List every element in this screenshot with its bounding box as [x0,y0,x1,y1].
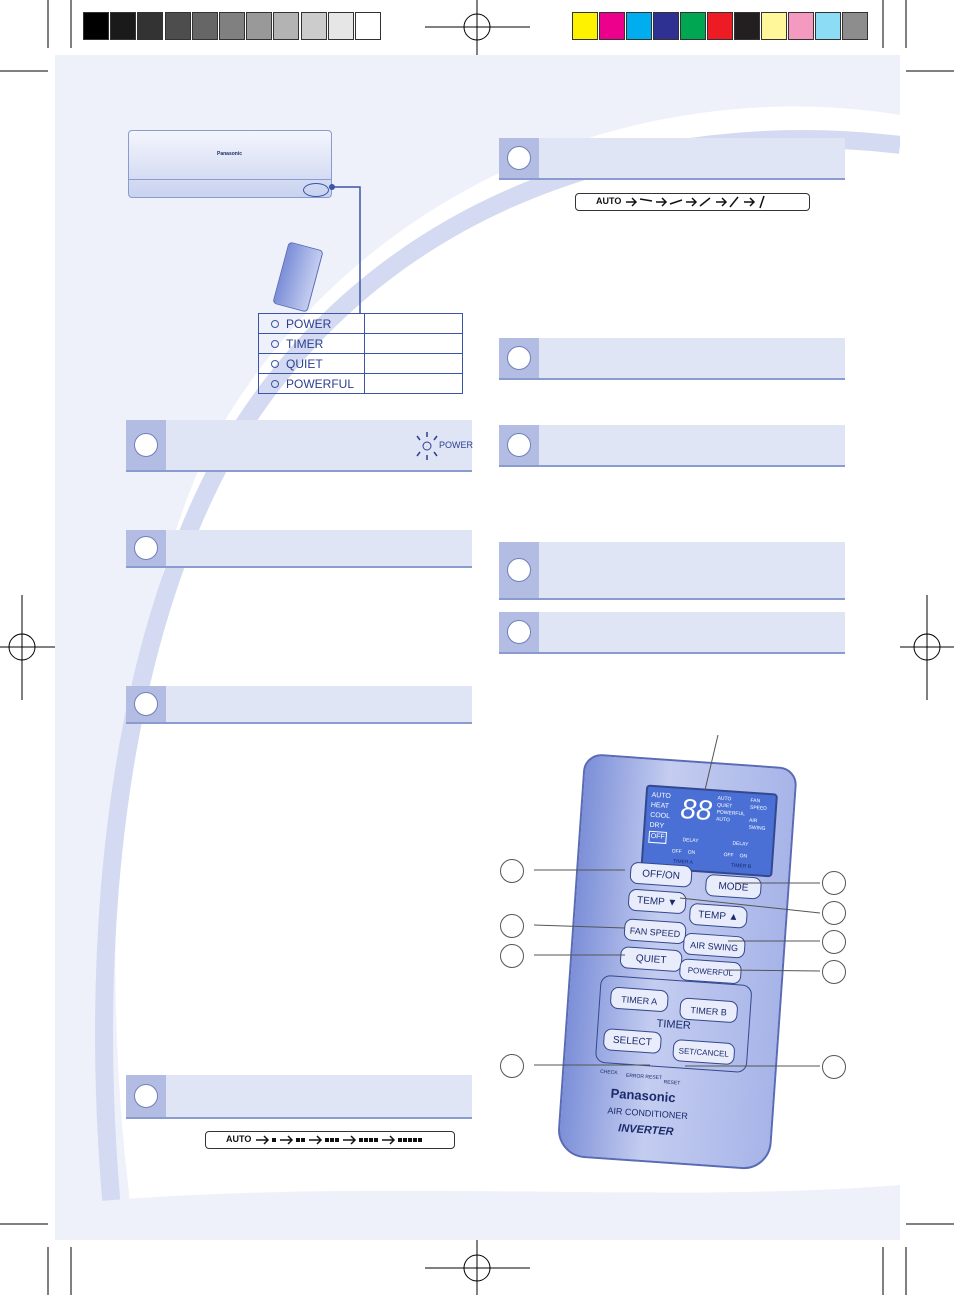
indicator-leader-lines [329,184,361,313]
gray-swatch [137,12,164,40]
section-bar-7 [499,542,845,600]
indicator-label: TIMER [286,336,324,351]
color-swatch [653,12,679,40]
indicator-table: POWER TIMER QUIET POWERFUL [258,313,463,394]
remote-tagline: INVERTER [617,1122,674,1139]
indicator-label: QUIET [286,356,323,371]
callout-marker [822,901,846,925]
step-number-badge [134,433,158,457]
step-number-badge [507,346,531,370]
remote-brand: Panasonic [610,1085,677,1106]
indicator-label: POWER [286,316,332,331]
remote-product: AIR CONDITIONER [607,1105,689,1122]
section-bar-2 [126,530,472,568]
callout-marker [500,859,524,883]
indoor-unit-brand: Panasonic [217,151,243,157]
blinking-lamp-icon [416,432,438,460]
reset-label: RESET [663,1079,681,1087]
gray-swatch [83,12,109,40]
indicator-label: POWERFUL [286,376,355,391]
color-swatch [815,12,841,40]
section-bar-3 [126,686,472,724]
power-lamp-label: POWER [439,440,474,450]
section-bar-5 [499,338,845,380]
indoor-unit: Panasonic [128,130,332,198]
callout-marker [500,914,524,938]
color-swatch [707,12,733,40]
step-number-badge [134,692,158,716]
section-bar-1: POWER [126,420,474,472]
step-number-badge [507,433,531,457]
indicator-lamp-icon [271,380,279,389]
color-swatch [788,12,814,40]
color-swatch [572,12,598,40]
step-number-badge [507,620,531,644]
indicator-panel-highlight [303,183,329,197]
color-swatch [761,12,787,40]
air-swing-sequence: AUTO [575,193,810,211]
gray-swatch [300,12,327,40]
indicator-lamp-icon [271,360,279,369]
fan-speed-auto-label: AUTO [226,1134,252,1144]
air-swing-positions-icon [626,195,765,209]
indicator-lamp-icon [271,340,279,349]
step-number-badge [134,1084,158,1108]
step-number-badge [134,536,158,560]
step-number-badge [507,146,531,170]
gray-swatch [191,12,218,40]
indicator-lamp-icon [271,320,279,329]
gray-swatch [273,12,300,40]
gray-swatch [327,12,354,40]
color-swatch [734,12,760,40]
indicator-row: TIMER [258,333,463,354]
gray-swatch [110,12,137,40]
callout-marker [822,960,846,984]
callout-marker [500,1054,524,1078]
callout-marker [822,930,846,954]
section-bar-8 [499,612,845,654]
section-bar-air-swing [499,138,845,180]
callout-marker [500,944,524,968]
fan-speed-levels-icon [256,1135,422,1145]
indicator-row: POWER [258,313,463,334]
indicator-row: QUIET [258,353,463,374]
air-swing-auto-label: AUTO [596,196,622,206]
callout-marker [822,1055,846,1079]
step-number-badge [507,558,531,582]
remote-callout-leaders [533,734,821,1067]
section-bar-6 [499,425,845,467]
gray-swatch [246,12,273,40]
color-swatch [842,12,868,40]
section-bar-fan-speed [126,1075,472,1119]
gray-swatch [219,12,245,40]
callout-marker [822,871,846,895]
gray-swatch [164,12,191,40]
color-swatch [626,12,652,40]
gray-swatch [355,12,381,40]
color-swatch [680,12,706,40]
color-swatch [599,12,625,40]
fan-speed-sequence: AUTO [205,1131,455,1149]
indicator-row: POWERFUL [258,373,463,394]
